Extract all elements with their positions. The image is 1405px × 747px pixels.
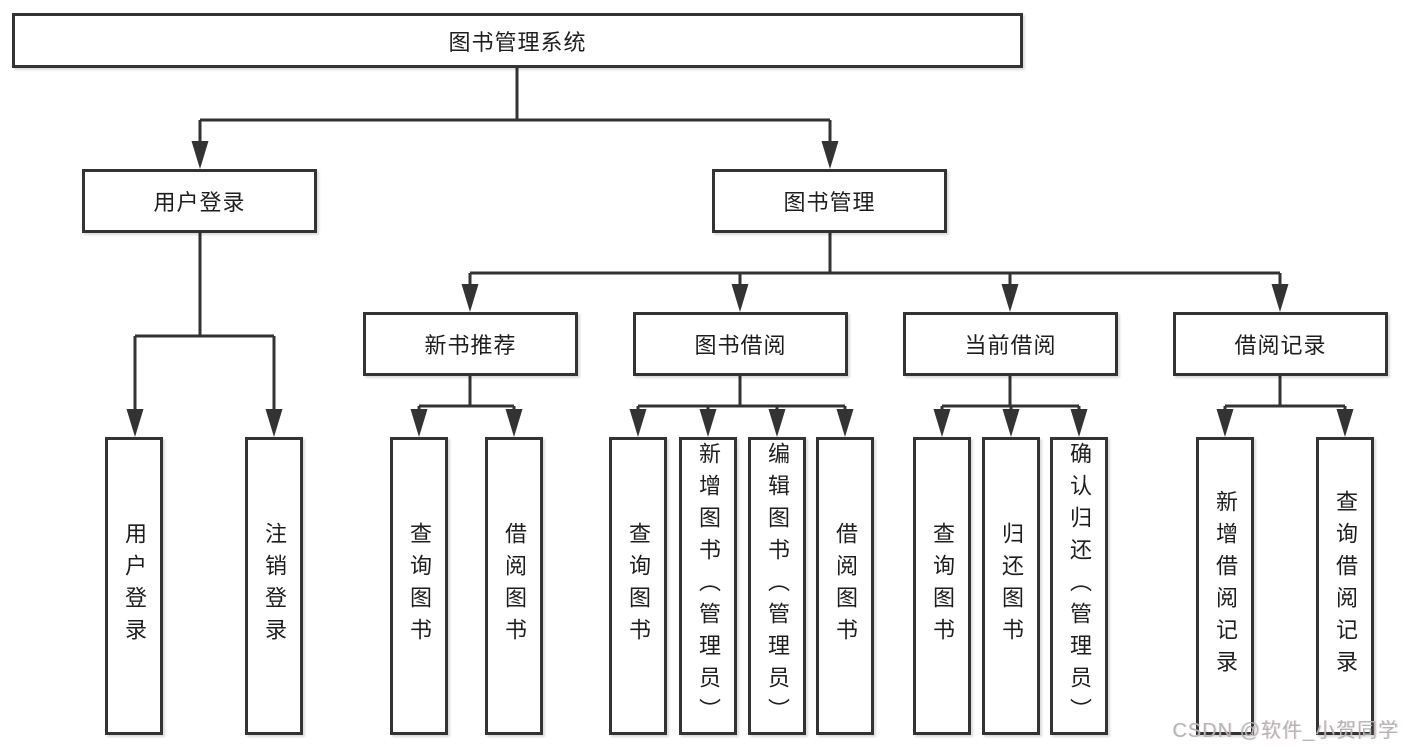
leaf-user-login: 用户登录 <box>105 437 163 735</box>
leaf-newbook-query-label: 查询图书 <box>407 522 432 650</box>
node-user-login: 用户登录 <box>82 169 317 233</box>
leaf-borrow-query-label: 查询图书 <box>626 522 651 650</box>
node-book-management: 图书管理 <box>712 169 947 233</box>
leaf-borrow-edit-admin-label: 编辑图书（管理员） <box>765 442 790 730</box>
leaf-borrow-book-label: 借阅图书 <box>833 522 858 650</box>
csdn-watermark: CSDN @软件_小贺同学 <box>1172 720 1399 742</box>
node-borrow-records: 借阅记录 <box>1173 312 1388 376</box>
node-book-management-label: 图书管理 <box>783 190 876 215</box>
leaf-newbook-query: 查询图书 <box>390 437 448 735</box>
node-user-login-label: 用户登录 <box>153 190 246 215</box>
node-root-label: 图书管理系统 <box>448 29 587 55</box>
leaf-borrow-add-admin-label: 新增图书（管理员） <box>696 442 721 730</box>
leaf-add-record: 新增借阅记录 <box>1196 437 1254 735</box>
leaf-return-book: 归还图书 <box>982 437 1040 735</box>
leaf-borrow-book: 借阅图书 <box>816 437 874 735</box>
node-book-borrow: 图书借阅 <box>633 312 848 376</box>
arrowheads <box>126 141 1354 437</box>
leaf-borrow-edit-admin: 编辑图书（管理员） <box>748 437 806 735</box>
leaf-newbook-borrow: 借阅图书 <box>485 437 543 735</box>
node-book-borrow-label: 图书借阅 <box>694 333 787 358</box>
node-current-borrow-label: 当前借阅 <box>964 333 1057 358</box>
leaf-newbook-borrow-label: 借阅图书 <box>502 522 527 650</box>
node-borrow-records-label: 借阅记录 <box>1234 333 1327 358</box>
leaf-current-query-label: 查询图书 <box>930 522 955 650</box>
leaf-add-record-label: 新增借阅记录 <box>1213 490 1238 682</box>
leaf-borrow-add-admin: 新增图书（管理员） <box>679 437 737 735</box>
leaf-query-record-label: 查询借阅记录 <box>1333 490 1358 682</box>
leaf-query-record: 查询借阅记录 <box>1316 437 1374 735</box>
leaf-user-login-label: 用户登录 <box>122 522 147 650</box>
node-new-book-recommend: 新书推荐 <box>363 312 578 376</box>
leaf-confirm-return-admin-label: 确认归还（管理员） <box>1067 442 1092 730</box>
node-root: 图书管理系统 <box>12 13 1023 68</box>
leaf-return-book-label: 归还图书 <box>999 522 1024 650</box>
leaf-logout-label: 注销登录 <box>262 522 287 650</box>
leaf-borrow-query: 查询图书 <box>609 437 667 735</box>
leaf-confirm-return-admin: 确认归还（管理员） <box>1050 437 1108 735</box>
node-new-book-recommend-label: 新书推荐 <box>424 333 517 358</box>
leaf-logout: 注销登录 <box>245 437 303 735</box>
node-current-borrow: 当前借阅 <box>903 312 1118 376</box>
leaf-current-query: 查询图书 <box>913 437 971 735</box>
